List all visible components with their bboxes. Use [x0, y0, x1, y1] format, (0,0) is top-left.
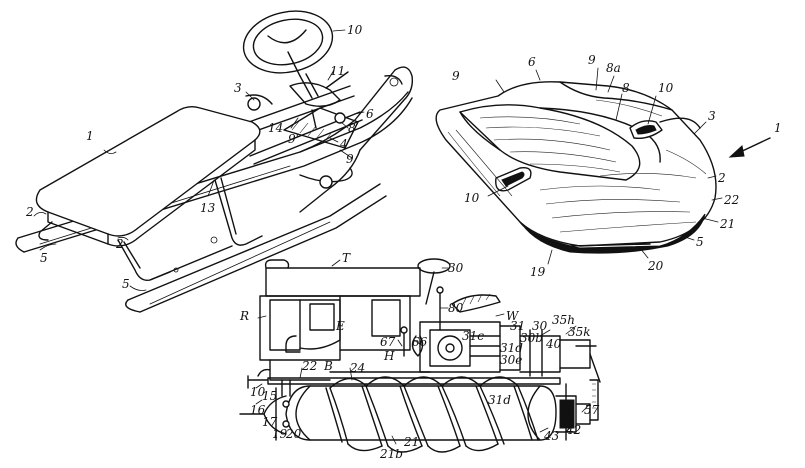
sled-body-label-11: 10: [464, 191, 480, 205]
vehicle-label-10: 35h: [552, 313, 575, 327]
vehicle-label-24: 16: [250, 403, 266, 417]
vehicle-label-19: B: [323, 359, 333, 373]
sled-body-label-10: 22: [723, 193, 739, 207]
vehicle-label-29: 21: [403, 435, 419, 449]
vehicle-labels: T 30 R E 80 W 31 30b 30 35h 35k 67 66 H …: [239, 251, 600, 461]
sled-label-5: 1: [86, 129, 94, 143]
sled-label-3: 3: [234, 81, 242, 95]
sled-labels: 10 11 3 6 1 14 8 4 9' 9 2 13 5 2 5: [25, 23, 374, 291]
vehicle-label-16: 31d: [500, 341, 523, 355]
vehicle-label-21: 24: [349, 361, 365, 375]
sled-runners: [15, 91, 413, 313]
sled-label-13: 5: [40, 251, 48, 265]
vehicle-label-17: 30e: [500, 353, 522, 367]
vehicle-label-26: 19: [272, 427, 288, 441]
sled-body-label-5: 8: [622, 81, 630, 95]
sled-label-2: 11: [330, 64, 345, 78]
sled-label-1: 10: [347, 23, 363, 37]
sled-label-6: 14: [268, 121, 283, 135]
sled-seat: [35, 105, 261, 247]
sled-steering: [242, 10, 359, 149]
vehicle-label-1: T: [342, 251, 351, 265]
sled-body-label-12: 21: [719, 217, 735, 231]
vehicle-label-12: 67: [380, 335, 396, 349]
sled-label-11: 2: [25, 205, 34, 219]
vehicle-label-18: 40: [545, 337, 562, 351]
sled-body-label-8: 1: [774, 121, 782, 135]
sled-body-label-6: 10: [658, 81, 674, 95]
vehicle-cab: [259, 259, 431, 381]
vehicle-label-7: 31: [510, 319, 525, 333]
sled-body-label-2: 6: [528, 55, 536, 69]
sled-body-label-9: 2: [717, 171, 726, 185]
sled-body-leaders: [487, 67, 771, 265]
sled-front-ski: [299, 66, 414, 213]
vehicle-label-8: 30b: [520, 331, 543, 345]
sled-label-10: 9: [346, 152, 354, 166]
sled-figure: 10 11 3 6 1 14 8 4 9' 9 2 13 5 2 5: [15, 10, 414, 313]
vehicle-label-28: 31d: [488, 393, 511, 407]
sled-label-7: 8: [348, 121, 356, 135]
sled-body-grain: [447, 99, 707, 233]
vehicle-chassis: [247, 368, 561, 389]
vehicle-label-23: 15: [262, 389, 277, 403]
sled-body-label-1: 9: [452, 69, 460, 83]
vehicle-label-15: 31c: [462, 329, 484, 343]
sled-body-label-3: 9: [588, 53, 596, 67]
vehicle-label-14: H: [383, 349, 395, 363]
vehicle-label-11: 35k: [568, 325, 591, 339]
vehicle-label-13: 66: [412, 335, 428, 349]
sled-label-4: 6: [366, 107, 374, 121]
vehicle-label-25: 17: [262, 415, 278, 429]
sled-label-15: 5: [122, 277, 130, 291]
sled-leaders: [33, 29, 365, 291]
vehicle-label-3: R: [239, 309, 249, 323]
sled-body-label-4: 8a: [606, 61, 621, 75]
vehicle-label-32: 42: [565, 423, 581, 437]
sled-body-label-13: 5: [696, 235, 704, 249]
vehicle-steering: [400, 258, 501, 357]
screw-vehicle-figure: T 30 R E 80 W 31 30b 30 35h 35k 67 66 H …: [239, 251, 601, 461]
vehicle-label-22: 10: [250, 385, 266, 399]
vehicle-engine: [411, 321, 601, 383]
vehicle-label-33: 57: [584, 403, 600, 417]
vehicle-label-2: 30: [448, 261, 464, 275]
sled-label-9: 9': [288, 132, 299, 146]
vehicle-label-30: 21b: [379, 447, 403, 461]
vehicle-label-31: 43: [543, 429, 560, 443]
sled-label-14: 2: [115, 237, 124, 251]
vehicle-label-4: E: [335, 319, 345, 333]
sled-body-label-14: 19: [530, 265, 546, 279]
vehicle-label-20: 22: [301, 359, 317, 373]
vehicle-label-9: 30: [532, 319, 548, 333]
vehicle-screw-drum: [285, 376, 557, 453]
vehicle-leaders: [255, 259, 591, 445]
sled-body-figure: 9 6 9 8a 8 10 3 1 2 22 10 21 5 19 20: [435, 53, 782, 279]
sled-label-12: 13: [200, 201, 216, 215]
vehicle-nose-cone: [239, 379, 291, 441]
sled-legs: [38, 177, 263, 281]
sled-label-8: 4: [339, 137, 348, 151]
sled-body-label-15: 20: [647, 259, 664, 273]
vehicle-label-6: W: [506, 309, 520, 323]
vehicle-label-5: 80: [448, 301, 464, 315]
vehicle-label-27: 20: [285, 427, 302, 441]
sled-body-label-7: 3: [708, 109, 716, 123]
sled-body-shell: [435, 81, 717, 254]
sled-body-labels: 9 6 9 8a 8 10 3 1 2 22 10 21 5 19 20: [452, 53, 782, 279]
